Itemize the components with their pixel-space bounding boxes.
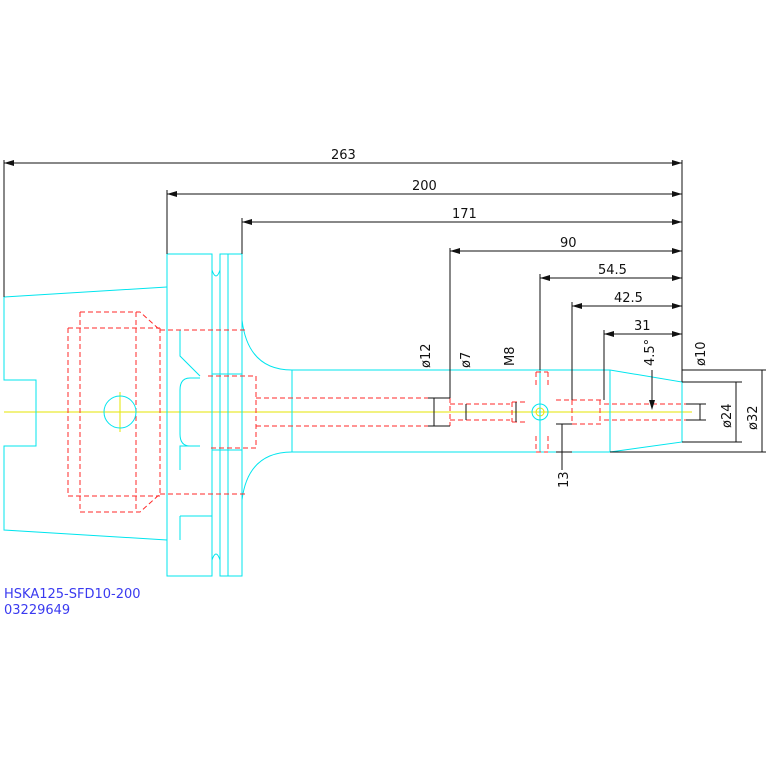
flange-left-inner xyxy=(179,330,201,470)
label-90: 90 xyxy=(560,236,577,251)
label-m8: M8 xyxy=(503,347,518,367)
bore-step-12 xyxy=(449,398,510,426)
hidden-lines xyxy=(67,311,690,513)
label-171: 171 xyxy=(452,207,477,222)
coolant-bore xyxy=(256,397,450,427)
holder-outline xyxy=(3,253,683,577)
arrow-200-right xyxy=(672,191,682,197)
arrow-263-left xyxy=(4,160,14,166)
m8-thread xyxy=(511,401,528,423)
screw-slot-lower xyxy=(535,436,549,453)
groove-ring xyxy=(219,253,243,577)
arrow-545-right xyxy=(672,275,682,281)
label-13: 13 xyxy=(557,471,572,488)
shank-bore-inner xyxy=(79,311,161,513)
label-425: 42.5 xyxy=(614,291,643,306)
arrow-angle xyxy=(649,400,655,410)
label-545: 54.5 xyxy=(598,263,627,278)
cross-bore xyxy=(103,395,137,429)
label-dia32: ø32 xyxy=(746,406,761,431)
label-263: 263 xyxy=(331,148,356,163)
arrow-171-left xyxy=(242,219,252,225)
arrow-200-left xyxy=(167,191,177,197)
label-dia7: ø7 xyxy=(459,352,474,368)
label-200: 200 xyxy=(412,179,437,194)
lower-pocket xyxy=(179,515,212,540)
arrow-263-right xyxy=(672,160,682,166)
screw-slot-upper xyxy=(535,371,549,388)
arrow-545-left xyxy=(540,275,550,281)
arrow-425-right xyxy=(672,303,682,309)
tapered-nose xyxy=(540,369,683,453)
arrow-31-right xyxy=(672,331,682,337)
arrow-31-left xyxy=(604,331,614,337)
flange-bore xyxy=(160,329,257,495)
v-groove xyxy=(211,254,221,576)
hsk-taper-shank xyxy=(3,286,168,541)
arrow-171-right xyxy=(672,219,682,225)
part-name: HSKA125-SFD10-200 xyxy=(4,587,141,602)
neck-lower-fillet xyxy=(241,451,293,501)
label-dia24: ø24 xyxy=(720,404,735,429)
part-number: 03229649 xyxy=(4,603,70,618)
label-31: 31 xyxy=(634,319,651,334)
neck-upper-fillet xyxy=(241,319,293,371)
set-screw-hole xyxy=(531,403,549,421)
label-dia12: ø12 xyxy=(419,344,434,369)
dimension-labels: 263 200 171 90 54.5 42.5 31 ø12 ø7 M8 4.… xyxy=(331,148,761,488)
label-dia10: ø10 xyxy=(694,342,709,367)
extension-body xyxy=(291,369,540,453)
arrow-90-left xyxy=(450,248,460,254)
flange-pocket xyxy=(179,377,200,447)
flange xyxy=(166,253,213,577)
arrow-425-left xyxy=(572,303,582,309)
collet-bore xyxy=(556,399,604,425)
label-angle: 4.5° xyxy=(643,339,658,366)
dimension-lines xyxy=(3,160,766,470)
nose-bore xyxy=(604,403,690,421)
arrow-90-right xyxy=(672,248,682,254)
